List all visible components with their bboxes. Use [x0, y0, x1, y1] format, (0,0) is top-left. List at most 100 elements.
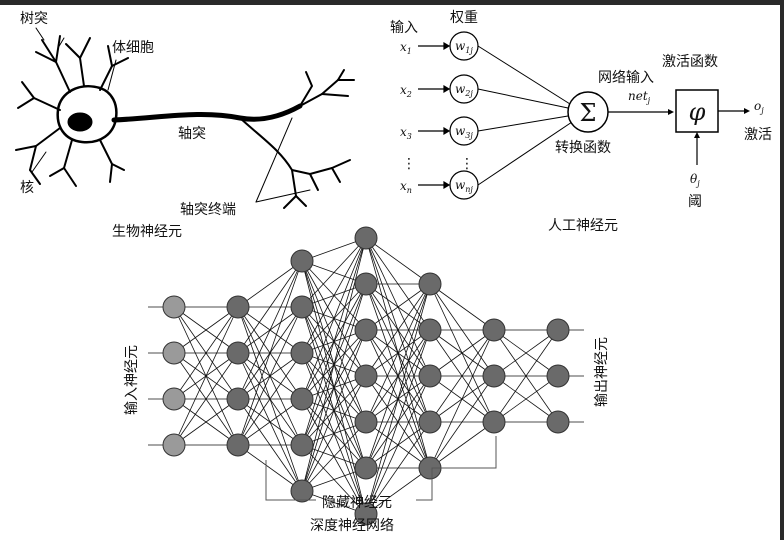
nucleus-shape	[67, 112, 93, 132]
hidden-neuron	[482, 410, 506, 434]
hidden-neuron	[226, 295, 250, 319]
network-edge	[429, 329, 495, 469]
hidden-neuron	[354, 456, 378, 480]
input-xn: xn	[400, 179, 412, 195]
biological-neuron	[15, 27, 355, 209]
network-edge	[301, 421, 367, 492]
nucleus-label: 核	[20, 180, 34, 196]
sum-symbol: Σ	[580, 99, 597, 127]
network-edge	[429, 375, 495, 469]
hidden-neuron	[354, 226, 378, 250]
hidden-neuron	[226, 433, 250, 457]
network-edge	[237, 444, 303, 492]
weight-header: 权重	[450, 10, 478, 26]
deep-caption: 深度神经网络	[310, 518, 394, 534]
network-edge	[237, 260, 303, 354]
network-edge	[237, 398, 303, 446]
network-edge	[365, 283, 431, 423]
network-edge	[365, 421, 431, 515]
threshold-arrow	[694, 132, 700, 138]
artificial-neuron: 输入 权重 x1 x2 x3 xn ⋮ ⋮ w1j w2j w3j wnj	[390, 10, 772, 234]
transfer-function-label: 转换函数	[555, 139, 611, 156]
output-oj: oj	[754, 99, 764, 115]
input-x3: x3	[400, 125, 412, 141]
network-edge	[173, 306, 239, 446]
hidden-neuron	[418, 318, 442, 342]
hidden-neuron	[354, 318, 378, 342]
hidden-neuron	[418, 272, 442, 296]
network-edge	[301, 283, 367, 492]
weight-to-sum-lines	[477, 45, 573, 186]
network-edge	[365, 283, 431, 469]
network-edge	[237, 260, 303, 446]
cell-body-label: 体细胞	[112, 40, 154, 56]
network-edge	[365, 375, 431, 515]
activation-function-label: 激活函数	[662, 53, 718, 70]
output-neuron	[546, 318, 570, 342]
hidden-neuron	[482, 318, 506, 342]
input-header: 输入	[390, 20, 418, 36]
input-neurons-label: 输入神经元	[124, 345, 140, 415]
network-edge	[237, 306, 303, 446]
network-edge	[365, 237, 431, 285]
network-edge	[493, 375, 559, 423]
hidden-neurons-label: 隐藏神经元	[322, 495, 392, 511]
theta-symbol: θj	[690, 172, 700, 188]
hidden-neuron	[354, 272, 378, 296]
network-edge	[429, 421, 495, 469]
network-edge	[301, 329, 367, 492]
network-edge	[365, 283, 431, 377]
net-symbol: netj	[628, 89, 651, 105]
hidden-neuron	[290, 479, 314, 503]
network-edge	[173, 306, 239, 354]
threshold-label: 阈	[688, 194, 702, 210]
activation-box	[675, 89, 719, 133]
input-arrows	[418, 41, 451, 190]
network-edge	[237, 260, 303, 400]
input-x1: x1	[400, 40, 412, 56]
top-frame-bar	[0, 0, 784, 5]
network-edge	[173, 306, 239, 400]
bio-caption: 生物神经元	[112, 224, 182, 240]
input-neuron	[162, 341, 186, 365]
network-edge	[301, 237, 367, 400]
input-neuron	[162, 387, 186, 411]
axon-shape	[111, 103, 303, 123]
right-frame-bar	[780, 0, 784, 540]
output-arrow	[744, 108, 750, 114]
weight-w1j: w1j	[455, 39, 473, 55]
axon-label: 轴突	[178, 126, 206, 142]
hidden-neuron	[290, 295, 314, 319]
network-edge	[493, 329, 559, 423]
activation-label: 激活	[744, 126, 772, 143]
hidden-neuron	[354, 410, 378, 434]
network-edge	[301, 237, 367, 354]
network-edge	[237, 352, 303, 446]
hidden-bracket-right	[416, 436, 497, 501]
hidden-neuron	[418, 364, 442, 388]
input-neuron	[162, 433, 186, 457]
weight-wnj: wnj	[455, 178, 473, 194]
weight-nodes	[449, 31, 479, 200]
network-edge	[493, 329, 559, 377]
output-neuron	[546, 364, 570, 388]
weight-w2j: w2j	[455, 82, 473, 98]
hidden-neuron	[354, 502, 378, 526]
network-edge	[429, 329, 495, 423]
network-edge	[301, 237, 367, 308]
hidden-neuron	[226, 387, 250, 411]
network-edge	[365, 467, 431, 515]
hidden-neuron	[290, 433, 314, 457]
input-neuron	[162, 295, 186, 319]
network-edge	[429, 329, 495, 377]
network-edge	[173, 398, 239, 446]
hidden-neuron	[354, 364, 378, 388]
dendrite-label: 树突	[20, 11, 48, 27]
deep-neural-network	[148, 226, 584, 526]
hidden-neuron	[482, 364, 506, 388]
hidden-neuron	[226, 341, 250, 365]
network-edge	[173, 352, 239, 446]
artificial-caption: 人工神经元	[548, 218, 618, 234]
